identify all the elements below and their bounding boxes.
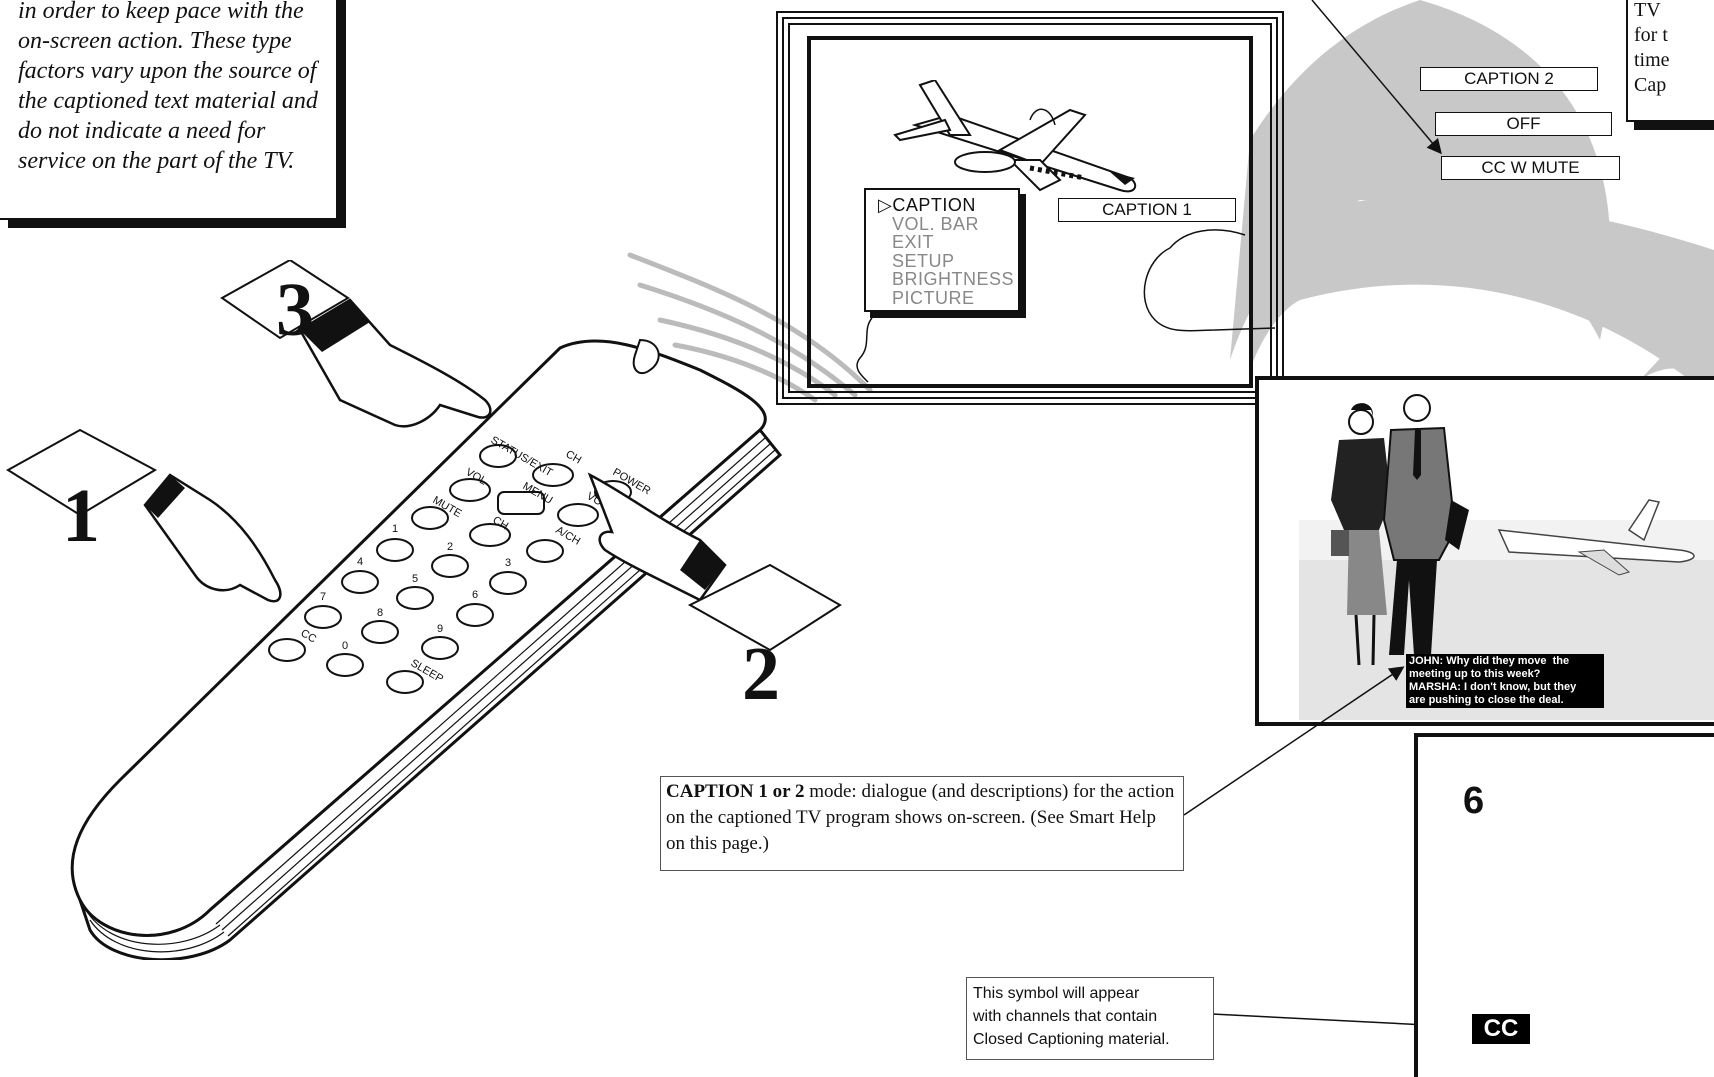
- symbol-note-box: This symbol will appear with channels th…: [966, 977, 1214, 1060]
- closed-caption-symbol: CC: [1472, 1014, 1530, 1044]
- symbol-note-text: This symbol will appear with channels th…: [973, 982, 1170, 1051]
- page-number: 6: [1463, 780, 1484, 823]
- caption-mode-description: CAPTION 1 or 2 mode: dialogue (and descr…: [660, 776, 1184, 871]
- page-panel: [1414, 733, 1714, 1077]
- caption-mode-label: CAPTION 1 or 2: [666, 781, 804, 802]
